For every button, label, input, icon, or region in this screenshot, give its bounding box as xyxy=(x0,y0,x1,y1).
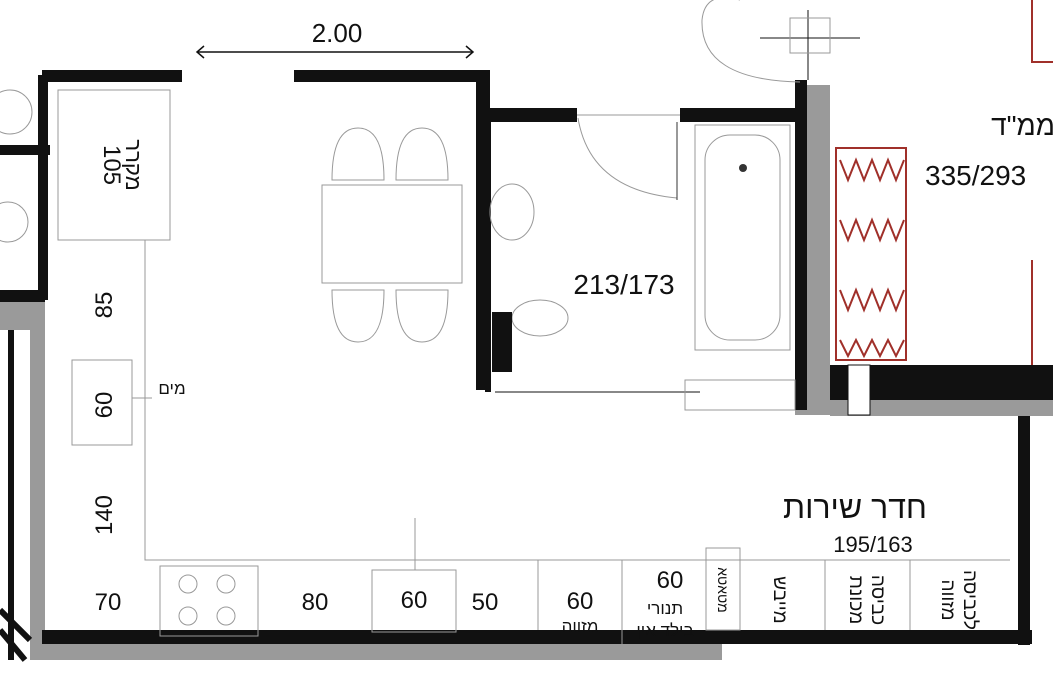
service-room-dimensions: 195/163 xyxy=(833,532,913,557)
safe-room: ממ"ד 335/293 xyxy=(835,0,1053,400)
kitchen-counter xyxy=(57,89,1010,645)
sink-size: 60 xyxy=(91,392,118,419)
cabinet-70: 70 xyxy=(95,589,122,616)
laundry-pantry-label-2: לכביסה xyxy=(959,570,980,630)
broom-closet-label: מטאטא xyxy=(715,567,731,612)
bathroom: 213/173 xyxy=(485,80,830,415)
cabinet-80: 80 xyxy=(302,589,329,616)
cabinet-50: 50 xyxy=(472,589,499,616)
left-walls xyxy=(0,75,50,662)
cabinet-140: 140 xyxy=(91,495,118,535)
washer-label-2: כביסה xyxy=(867,575,888,625)
safe-room-label: ממ"ד xyxy=(991,110,1053,141)
cabinet-85: 85 xyxy=(91,292,118,319)
dryer-label: מייבש xyxy=(769,576,790,623)
laundry-pantry-label-1: מזווה xyxy=(937,579,958,620)
service-room: חדר שירות 195/163 מטאטא מייבש מכונת כביס… xyxy=(715,364,1053,630)
safe-room-door xyxy=(701,0,860,83)
pantry-size: 60 xyxy=(567,588,594,615)
service-room-title: חדר שירות xyxy=(783,489,927,525)
hob-sink-size: 60 xyxy=(401,587,428,614)
width-dimension: 2.00 xyxy=(195,18,475,59)
pantry-label: מזווה xyxy=(562,617,599,636)
water-label: מים xyxy=(158,379,185,398)
bathroom-dimensions: 213/173 xyxy=(573,269,674,300)
dimension-label: 2.00 xyxy=(312,18,363,48)
oven-label-1: תנורי xyxy=(647,599,683,618)
washer-label-1: מכונת xyxy=(845,576,866,624)
fridge-size: 105 xyxy=(98,145,125,185)
oven-size: 60 xyxy=(657,567,684,594)
dining-table xyxy=(321,127,463,343)
kitchen-labels: 105 מקרר 85 60 מים 140 70 80 60 50 60 מז… xyxy=(91,139,694,640)
safe-room-dimensions: 335/293 xyxy=(925,160,1026,191)
oven-label-2: בילד אין xyxy=(636,621,693,640)
fridge-label: מקרר xyxy=(121,139,146,190)
